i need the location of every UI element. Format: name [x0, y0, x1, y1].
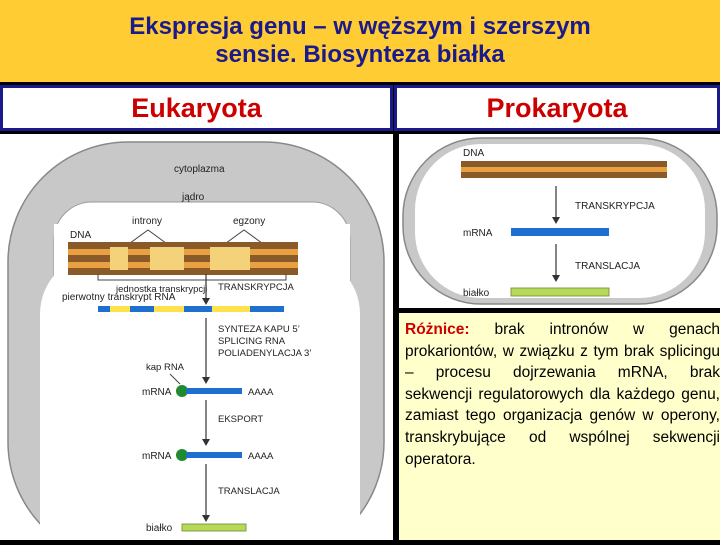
mrna-nucleus [186, 388, 242, 394]
prokaryote-dna [461, 161, 667, 178]
prokaryote-arrowhead-translation [552, 275, 560, 282]
label-translation: TRANSLACJA [218, 486, 280, 497]
prokaryote-label-transcription: TRANSKRYPCJA [575, 201, 655, 212]
label-introns: introny [132, 216, 162, 227]
header-eukaryota: Eukaryota [0, 85, 393, 131]
introns-bracket [125, 229, 171, 247]
prokaryote-label-mrna: mRNA [463, 228, 493, 239]
label-exons: egzony [233, 216, 265, 227]
prokaryote-arrowhead-transcription [552, 217, 560, 224]
protein-bar [181, 523, 247, 532]
mrna-cap-nucleus [176, 385, 188, 397]
label-mrna-cytoplasm: mRNA [142, 451, 172, 462]
cell-inner-fill [40, 254, 360, 544]
label-nucleus: jądro [181, 192, 205, 203]
prokaryote-label-translation: TRANSLACJA [575, 261, 640, 272]
label-protein: białko [146, 523, 173, 534]
prokaryote-mrna [511, 228, 609, 236]
differences-text: brak intronów w genach prokariontów, w z… [405, 321, 720, 468]
header-prokaryota-label: Prokaryota [486, 92, 628, 123]
prokaryote-cell-inner [415, 144, 705, 298]
label-polya-nucleus: AAAA [248, 387, 274, 398]
label-processing-splicing: SPLICING RNA [218, 336, 286, 347]
prokaryote-protein [510, 287, 610, 297]
differences-note: Różnice: brak intronów w genach prokario… [399, 313, 720, 540]
label-cytoplasm: cytoplazma [174, 164, 225, 175]
prokaryote-label-dna: DNA [463, 148, 484, 159]
mrna-cap-cytoplasm [176, 449, 188, 461]
eukaryote-panel: cytoplazma jądro introny egzony DNA jedn… [0, 134, 393, 545]
differences-label: Różnice: [405, 321, 470, 338]
exons-bracket [221, 229, 267, 247]
label-primary-transcript: pierwotny transkrypt RNA [62, 292, 176, 303]
prokaryote-panel: DNA TRANSKRYPCJA mRNA TRANSLACJA białko [399, 134, 720, 308]
prokaryote-diagram: DNA TRANSKRYPCJA mRNA TRANSLACJA białko [402, 137, 718, 305]
arrowhead-processing [202, 377, 210, 384]
arrowhead-export [202, 439, 210, 446]
label-processing-cap: SYNTEZA KAPU 5’ [218, 324, 300, 335]
slide-title: Ekspresja genu – w węższym i szerszym se… [129, 13, 591, 68]
arrowhead-transcription [202, 298, 210, 305]
header-prokaryota: Prokaryota [394, 85, 720, 131]
mrna-cytoplasm [186, 452, 242, 458]
label-export: EKSPORT [218, 414, 263, 425]
transcription-unit-bracket [97, 274, 287, 281]
label-transcription: TRANSKRYPCJA [218, 282, 295, 293]
label-cap: kap RNA [146, 362, 185, 373]
cap-pointer [169, 373, 181, 385]
header-eukaryota-label: Eukaryota [131, 92, 262, 123]
label-polya-cytoplasm: AAAA [248, 451, 274, 462]
label-mrna-nucleus: mRNA [142, 387, 172, 398]
slide-title-bar: Ekspresja genu – w węższym i szerszym se… [0, 0, 720, 82]
label-transcription-unit: jednostka transkrypcji [115, 284, 207, 295]
arrowhead-translation [202, 515, 210, 522]
label-processing-polya: POLIADENYLACJA 3’ [218, 348, 311, 359]
eukaryote-diagram: cytoplazma jądro introny egzony DNA jedn… [7, 141, 385, 545]
label-dna: DNA [70, 230, 91, 241]
prokaryote-label-protein: białko [463, 288, 490, 299]
primary-transcript-rna [98, 306, 284, 312]
dna-double-helix [68, 242, 298, 275]
